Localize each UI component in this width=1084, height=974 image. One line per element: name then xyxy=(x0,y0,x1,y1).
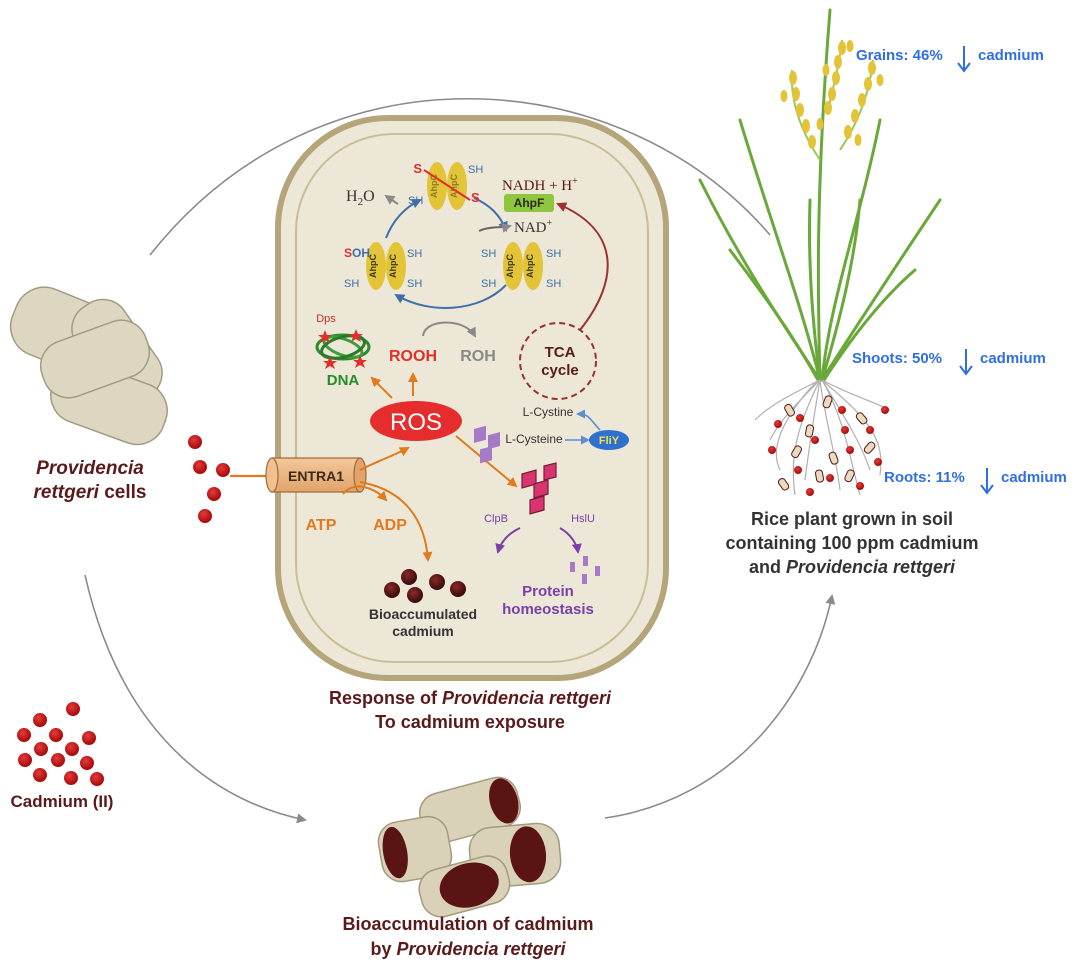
protein-folding-arrows xyxy=(495,527,582,554)
ahpc-label: AhpC xyxy=(505,254,515,278)
providencia-cells-illustration xyxy=(9,286,168,446)
ahpc-label: AhpC xyxy=(368,254,378,278)
bioacc-caption-line1: Bioaccumulation of cadmium xyxy=(342,914,593,934)
nad-arrow xyxy=(478,223,512,233)
bioaccumulated-beads xyxy=(384,569,466,603)
bioacc-cd-label-1: Bioaccumulated xyxy=(369,606,477,622)
ahpc-label: AhpC xyxy=(449,174,459,198)
nadh-label: NADH + H+ xyxy=(502,176,578,194)
cadmium-ions-entering xyxy=(188,435,230,523)
protein-label-2: homeostasis xyxy=(502,601,594,618)
bioacc-caption-line2: by Providencia rettgeri xyxy=(370,939,566,959)
ahpc-dimer-top: AhpC AhpC S S SH SH xyxy=(408,161,483,210)
h2o-label: H2O xyxy=(346,188,375,208)
grains-cadmium-word: cadmium xyxy=(978,47,1044,64)
entra1-transporter: ENTRA1 xyxy=(265,457,367,493)
fliy-label: FliY xyxy=(599,435,620,447)
roots-value: Roots: 11% xyxy=(884,469,965,486)
sh-label: SH xyxy=(408,195,423,207)
cells-label-line1: Providencia xyxy=(36,458,144,479)
rice-caption-line2: containing 100 ppm cadmium xyxy=(725,533,978,553)
rooh-label: ROOH xyxy=(389,348,437,365)
orange-pathways xyxy=(342,372,518,562)
ahpc-label: AhpC xyxy=(525,254,535,278)
tca-cycle: TCA cycle xyxy=(519,202,609,400)
response-caption-line2: To cadmium exposure xyxy=(375,712,565,732)
l-cystine-label: L-Cystine xyxy=(523,405,574,419)
ahpc-dimer-right: AhpC AhpC SH SH SH SH xyxy=(481,242,561,290)
ahpc-dimer-left: AhpC AhpC SOH SH SH SH xyxy=(344,242,422,290)
protein-label-1: Protein xyxy=(522,583,574,600)
l-cysteine-label: L-Cysteine xyxy=(505,432,563,446)
sh-label: SH xyxy=(546,248,561,260)
rice-caption-line3: and Providencia rettgeri xyxy=(749,557,956,577)
rice-plant xyxy=(698,8,942,496)
cycle-arrow-bottom-right xyxy=(604,594,836,819)
nad-label: NAD+ xyxy=(514,218,553,236)
sh-label: SH xyxy=(407,278,422,290)
ros-node: ROS xyxy=(370,401,462,441)
sh-label: SH xyxy=(407,248,422,260)
down-arrow-icon xyxy=(957,46,971,73)
ahpf-group: NADH + H+ AhpF NAD+ xyxy=(502,176,578,236)
rice-caption: Rice plant grown in soil containing 100 … xyxy=(725,509,978,577)
h2o-arrow xyxy=(384,194,399,205)
adp-label: ADP xyxy=(373,517,407,534)
hslu-label: HslU xyxy=(571,513,595,525)
cells-label: Providencia rettgeri cells xyxy=(33,458,146,503)
cadmium-ii-label: Cadmium (II) xyxy=(11,792,114,811)
sh-label: SH xyxy=(481,278,496,290)
dps-label: Dps xyxy=(316,313,336,325)
sh-label: SH xyxy=(481,248,496,260)
misfolded-protein xyxy=(521,462,557,515)
rooh-roh-arc xyxy=(422,321,476,338)
roots-reduction: Roots: 11% cadmium xyxy=(884,468,1067,495)
response-caption: Response of Providencia rettgeri To cadm… xyxy=(329,688,612,732)
ahpf-label: AhpF xyxy=(514,196,545,210)
sh-label: SH xyxy=(546,278,561,290)
cycle-arrows xyxy=(84,98,836,824)
s-label: S xyxy=(471,190,480,205)
clpb-label: ClpB xyxy=(484,513,508,525)
cycle-arrow-top xyxy=(149,98,771,256)
down-arrow-icon xyxy=(959,349,973,376)
atp-label: ATP xyxy=(306,517,337,534)
refolded-proteins xyxy=(474,425,600,584)
rice-caption-line1: Rice plant grown in soil xyxy=(751,509,953,529)
tca-label-2: cycle xyxy=(541,362,579,379)
grains-reduction: Grains: 46% cadmium xyxy=(856,46,1044,73)
cysteine-transport: L-Cystine L-Cysteine FliY xyxy=(505,405,629,450)
shoots-value: Shoots: 50% xyxy=(852,350,942,367)
ahpc-label: AhpC xyxy=(429,174,439,198)
response-caption-line1: Response of Providencia rettgeri xyxy=(329,688,612,708)
bioacc-cd-label-2: cadmium xyxy=(392,623,453,639)
bioaccumulation-cells xyxy=(377,776,562,918)
cells-label-line2: rettgeri cells xyxy=(33,482,146,503)
ahpc-label: AhpC xyxy=(388,254,398,278)
grains-value: Grains: 46% xyxy=(856,47,943,64)
s-label: S xyxy=(413,161,422,176)
roh-label: ROH xyxy=(460,348,496,365)
ros-label: ROS xyxy=(390,409,442,436)
dna-dps-complex: Dps DNA xyxy=(315,313,371,389)
cycle-arrow-bottom-left xyxy=(84,574,307,824)
roots-cadmium-word: cadmium xyxy=(1001,469,1067,486)
cadmium-ii-dots xyxy=(17,702,104,786)
shoots-reduction: Shoots: 50% cadmium xyxy=(852,349,1046,376)
down-arrow-icon xyxy=(980,468,994,495)
bioaccumulation-caption: Bioaccumulation of cadmium by Providenci… xyxy=(342,914,593,959)
tca-label-1: TCA xyxy=(545,344,576,361)
sh-label: SH xyxy=(468,164,483,176)
sh-label: SH xyxy=(344,278,359,290)
dna-label: DNA xyxy=(327,372,360,389)
entra1-label: ENTRA1 xyxy=(288,468,344,484)
soh-label: SOH xyxy=(344,246,370,260)
shoots-cadmium-word: cadmium xyxy=(980,350,1046,367)
